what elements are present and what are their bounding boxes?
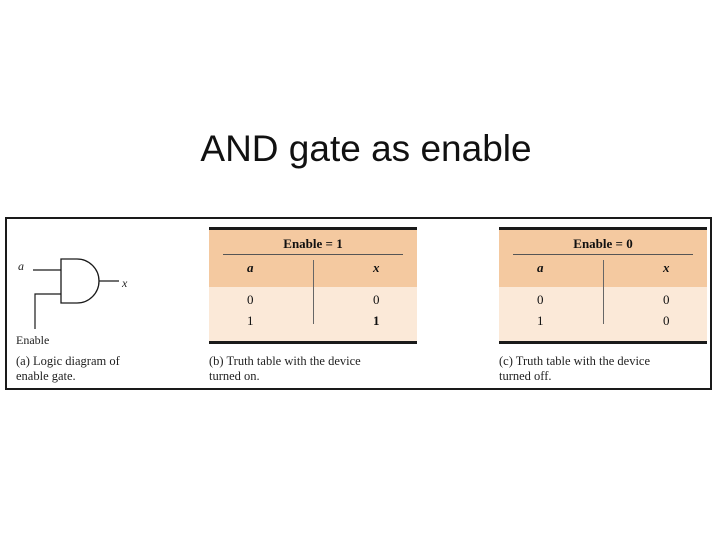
- caption-b: (b) Truth table with the device turned o…: [209, 354, 361, 383]
- table-cell: 1: [537, 313, 544, 328]
- column-header-x: x: [373, 260, 380, 275]
- table-cell: 1: [247, 313, 254, 328]
- and-gate-diagram: [33, 258, 119, 329]
- table-cell: 1: [373, 313, 380, 328]
- truth-table-enabled: Enable = 1 a x 0 0 1 1: [209, 227, 417, 347]
- enable-label: Enable: [16, 333, 50, 347]
- column-header-x: x: [663, 260, 670, 275]
- figure-panel: a x Enable (a) Logic diagram of enable g…: [5, 217, 712, 390]
- table-cell: 0: [373, 292, 380, 307]
- enable-header: Enable = 1: [283, 236, 343, 251]
- caption-c: (c) Truth table with the device turned o…: [499, 354, 651, 383]
- column-header-a: a: [537, 260, 544, 275]
- table-cell: 0: [663, 292, 670, 307]
- enable-wire: [34, 293, 61, 329]
- table-cell: 0: [247, 292, 254, 307]
- column-header-a: a: [247, 260, 254, 275]
- enable-header: Enable = 0: [573, 236, 633, 251]
- caption-a: (a) Logic diagram of enable gate.: [16, 354, 120, 383]
- table-cell: 0: [537, 292, 544, 307]
- output-x-label: x: [122, 276, 128, 290]
- truth-table-disabled: Enable = 0 a x 0 0 1 0: [499, 227, 707, 347]
- and-gate-symbol: [60, 258, 100, 304]
- input-a-label: a: [18, 259, 24, 273]
- slide-title: AND gate as enable: [200, 128, 532, 169]
- table-cell: 0: [663, 313, 670, 328]
